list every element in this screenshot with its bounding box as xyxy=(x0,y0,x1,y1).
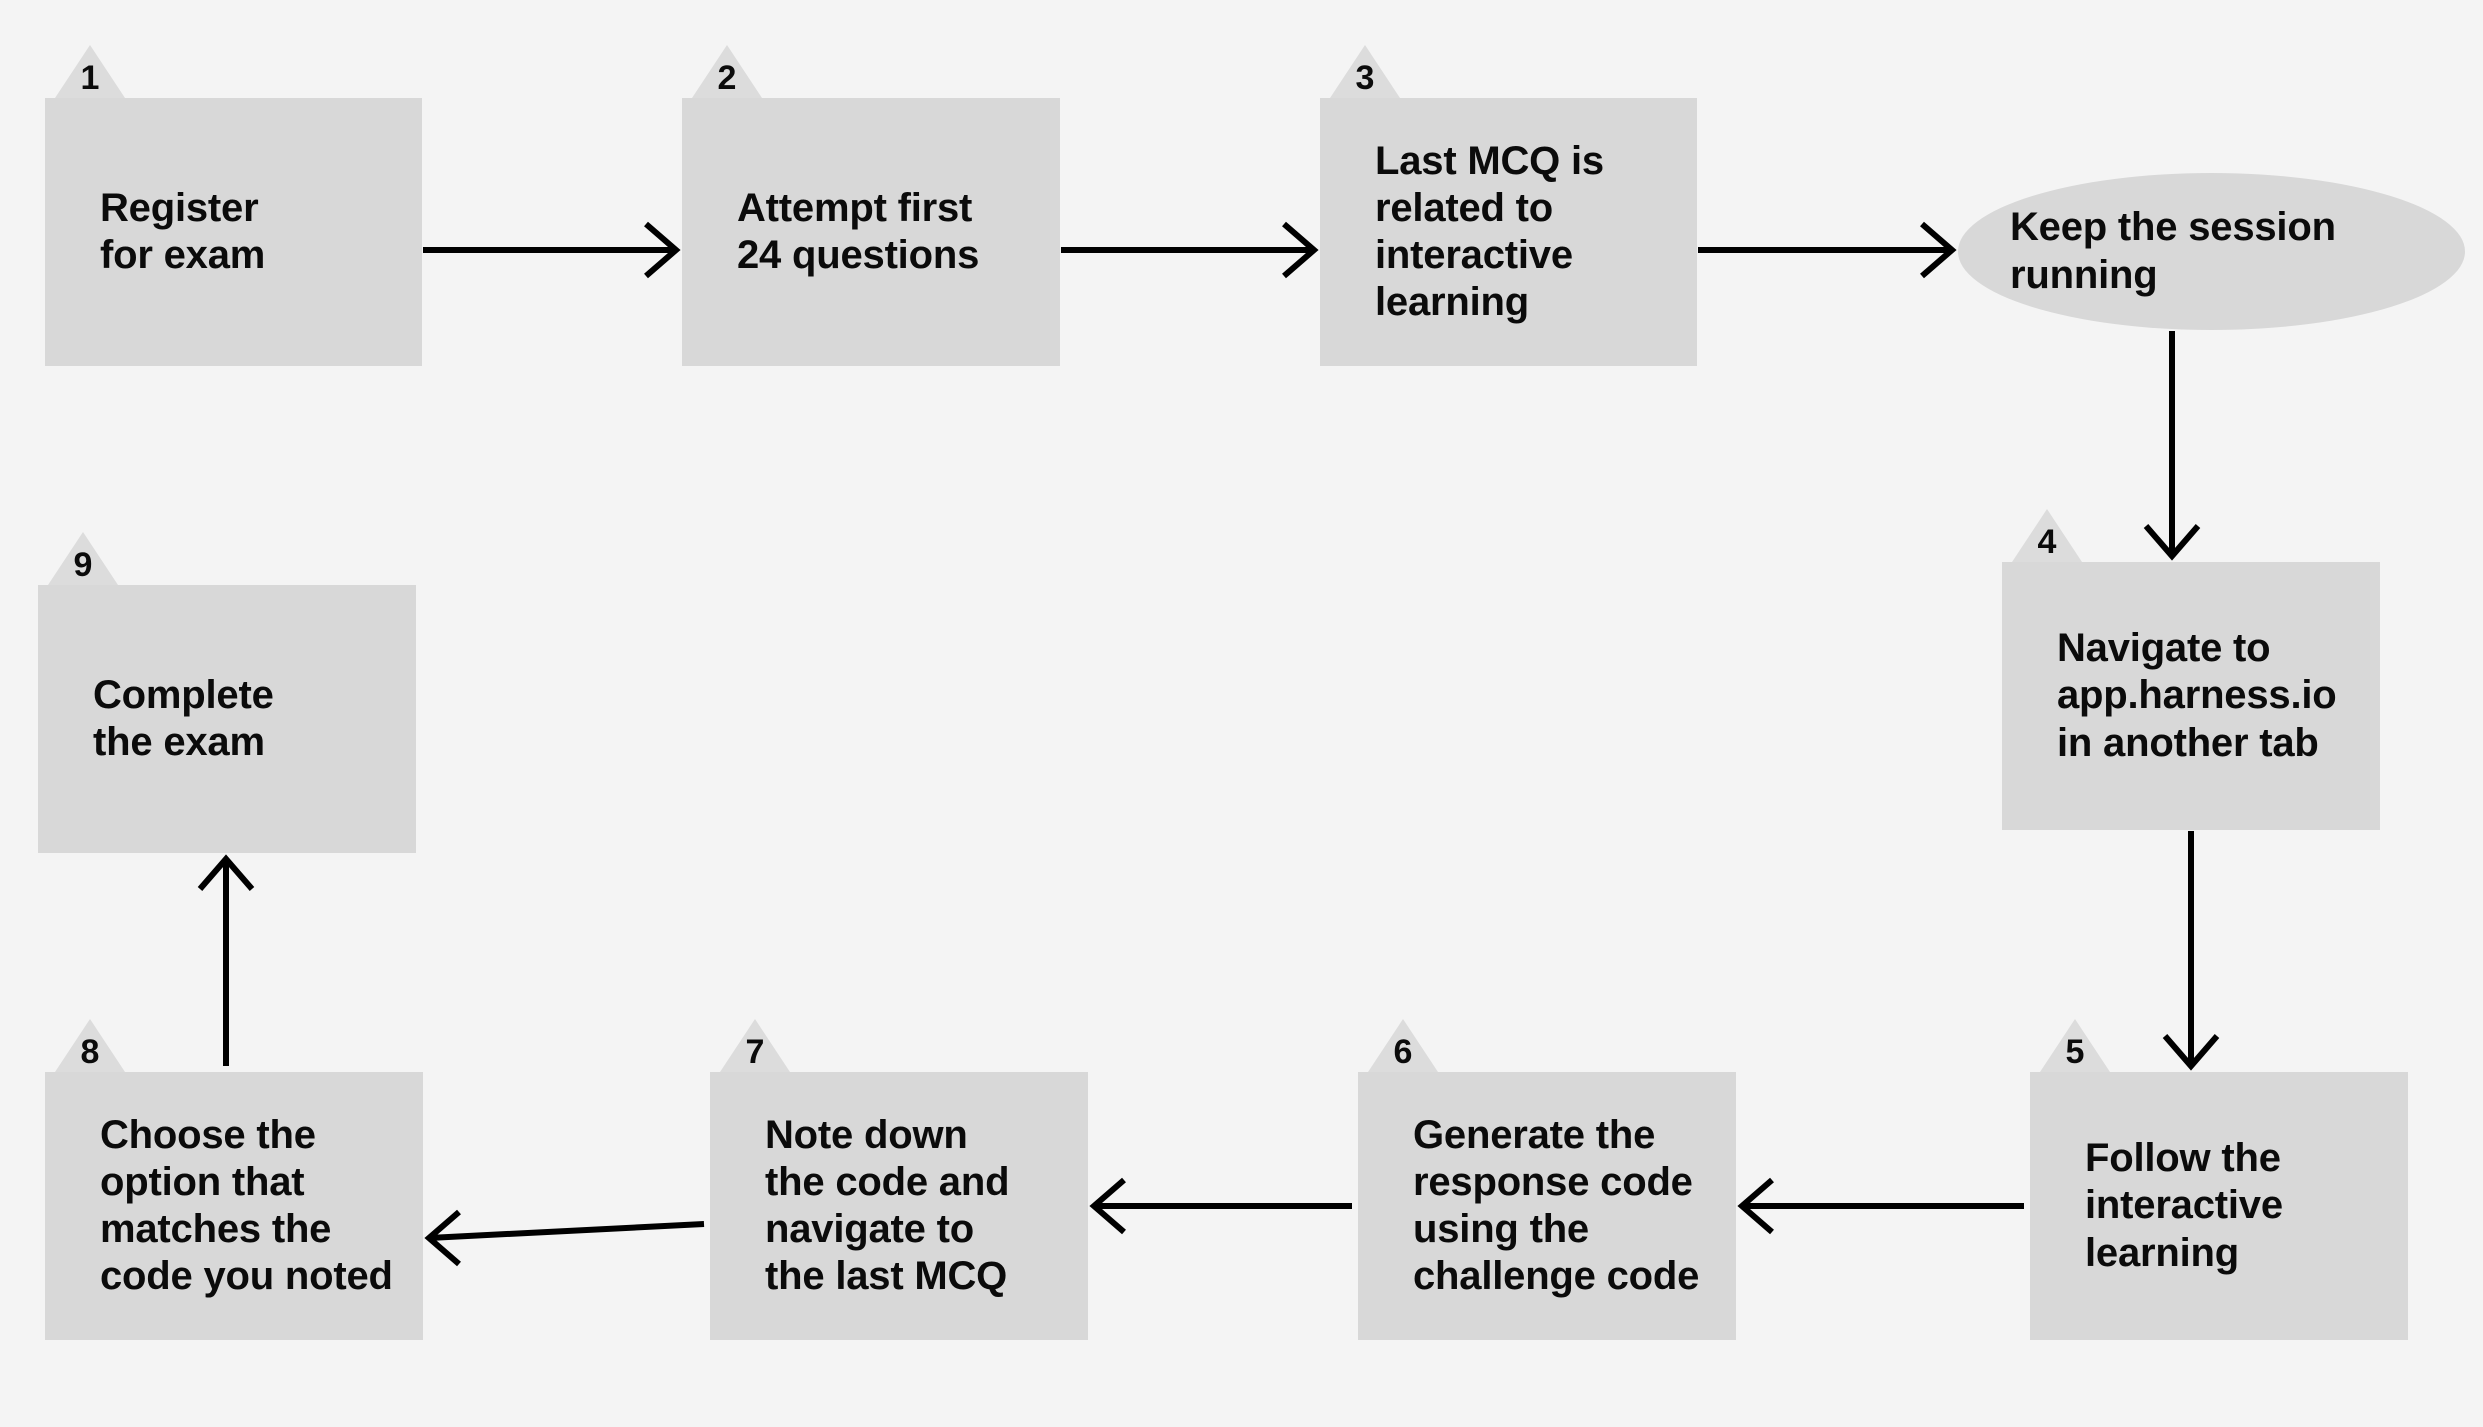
step-number-badge: 3 xyxy=(1330,45,1400,98)
step-number-badge: 2 xyxy=(692,45,762,98)
step-number-badge: 7 xyxy=(720,1019,790,1072)
step-number-text: 5 xyxy=(2065,1033,2085,1071)
flow-node-4[interactable]: Navigate to app.harness.io in another ta… xyxy=(2002,562,2380,830)
step-number-text: 8 xyxy=(80,1033,100,1071)
flow-node-label: Last MCQ is related to interactive learn… xyxy=(1375,138,1604,325)
flow-node-label: Attempt first 24 questions xyxy=(737,185,980,277)
flow-node-3[interactable]: Last MCQ is related to interactive learn… xyxy=(1320,98,1697,366)
flow-node-label: Choose the option that matches the code … xyxy=(100,1112,393,1299)
flow-edge-n8-to-n9 xyxy=(424,1209,705,1267)
flow-node-6[interactable]: Generate the response code using the cha… xyxy=(1358,1072,1736,1340)
flow-node-label: Navigate to app.harness.io in another ta… xyxy=(2057,626,2337,765)
step-number-badge: 8 xyxy=(55,1019,125,1072)
flow-node-2[interactable]: Attempt first 24 questions xyxy=(682,98,1060,366)
step-number-text: 2 xyxy=(717,59,737,97)
flow-edge-n5-to-n6 xyxy=(2162,831,2220,1071)
flow-edge-n4-to-n5 xyxy=(2143,331,2201,561)
flow-node-label: Follow the interactive learning xyxy=(2085,1136,2283,1275)
flow-edge-n2-to-n3 xyxy=(1061,221,1319,279)
step-number-badge: 9 xyxy=(48,532,118,585)
flow-edge-n7-to-n8 xyxy=(1089,1177,1352,1235)
step-number-text: 7 xyxy=(745,1033,765,1071)
step-number-text: 4 xyxy=(2037,523,2057,561)
flow-node-8[interactable]: Choose the option that matches the code … xyxy=(45,1072,423,1340)
flow-node-1[interactable]: Register for exam xyxy=(45,98,422,366)
flow-node-label: Generate the response code using the cha… xyxy=(1413,1112,1700,1299)
step-number-text: 1 xyxy=(80,59,100,97)
flow-node-label: Keep the session running xyxy=(2010,205,2336,297)
step-number-text: 3 xyxy=(1355,59,1375,97)
flow-node-9[interactable]: Complete the exam xyxy=(38,585,416,853)
flow-node-7[interactable]: Note down the code and navigate to the l… xyxy=(710,1072,1088,1340)
step-number-text: 6 xyxy=(1393,1033,1413,1071)
flow-node-label: Complete the exam xyxy=(93,672,274,764)
step-number-badge: 5 xyxy=(2040,1019,2110,1072)
flow-edge-n1-to-n2 xyxy=(423,221,681,279)
flow-edge-n6-to-n7 xyxy=(1737,1177,2024,1235)
flow-node-5[interactable]: Follow the interactive learning xyxy=(2030,1072,2408,1340)
step-number-badge: 4 xyxy=(2012,509,2082,562)
flow-node-label: Register for exam xyxy=(100,185,266,277)
flow-edge-n9-to-n10 xyxy=(197,854,255,1066)
step-number-badge: 6 xyxy=(1368,1019,1438,1072)
flow-edge-n3-to-n4 xyxy=(1698,221,1957,279)
step-number-badge: 1 xyxy=(55,45,125,98)
flow-node-label: Note down the code and navigate to the l… xyxy=(765,1112,1010,1299)
flow-node-n4[interactable]: Keep the session running xyxy=(1958,173,2465,330)
step-number-text: 9 xyxy=(73,546,93,584)
